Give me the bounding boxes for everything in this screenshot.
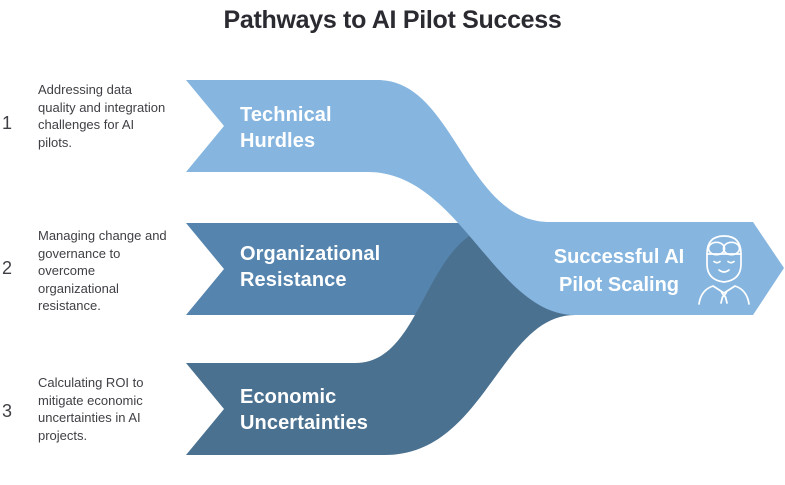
step-number-3: 3 xyxy=(2,401,13,421)
diagram-title: Pathways to AI Pilot Success xyxy=(223,6,562,34)
step-description-3: Calculating ROI to mitigate economic unc… xyxy=(38,375,144,443)
step-number-1: 1 xyxy=(2,113,13,133)
step-number-2: 2 xyxy=(2,258,13,278)
band-label-organizational-resistance: Organizational Resistance xyxy=(240,243,381,291)
result-label: Successful AI Pilot Scaling xyxy=(553,246,685,296)
pilot-face-icon xyxy=(698,235,750,305)
step-description-2: Managing change and governance to overco… xyxy=(38,228,167,313)
band-technical-hurdles-result-arrow xyxy=(186,80,784,315)
band-economic-uncertainties xyxy=(186,223,610,455)
band-label-economic-uncertainties: Economic Uncertainties xyxy=(240,386,369,434)
band-label-technical-hurdles: Technical Hurdles xyxy=(240,104,332,152)
step-description-1: Addressing data quality and integration … xyxy=(38,82,166,150)
